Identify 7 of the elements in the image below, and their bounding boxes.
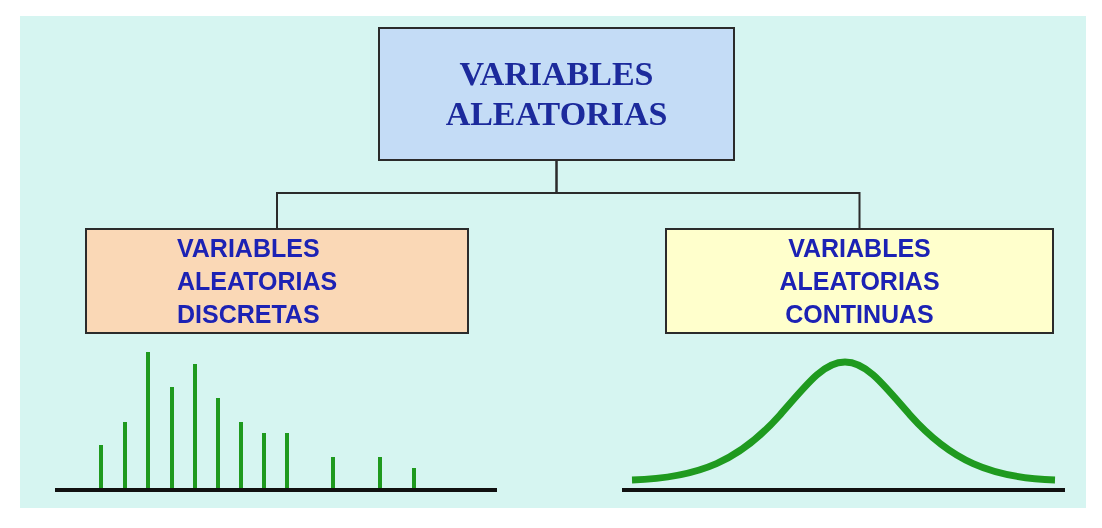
connector-line: [555, 160, 861, 229]
category-box: [378, 27, 735, 161]
category-label: VARIABLES ALEATORIAS CONTINUAS: [778, 232, 941, 330]
category-box: [665, 228, 1054, 334]
category-label: VARIABLES ALEATORIAS DISCRETAS: [177, 232, 339, 330]
heading-text: VARIABLES ALEATORIAS: [444, 54, 669, 134]
category-box: [85, 228, 469, 334]
